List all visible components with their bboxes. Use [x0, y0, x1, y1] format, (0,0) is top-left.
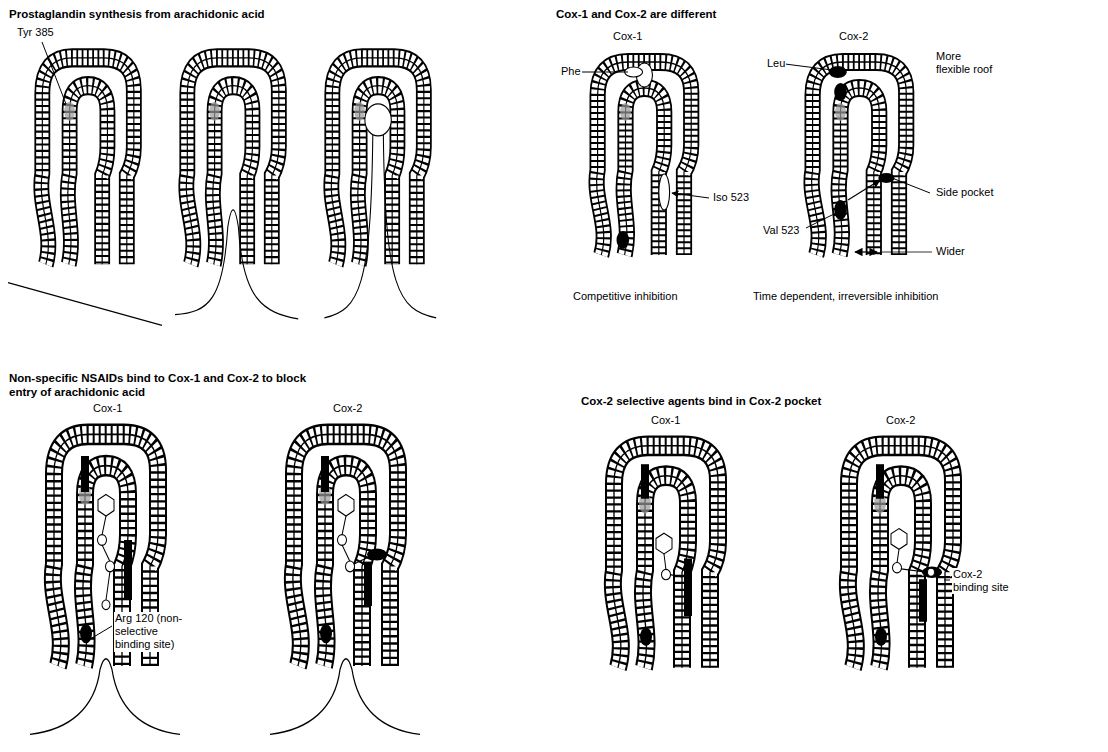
leader-line — [880, 252, 932, 253]
inhibition-note: Time dependent, irreversible inhibition — [752, 290, 939, 303]
enzyme-label: Cox-1 — [612, 30, 643, 43]
residue-label: Val 523 — [762, 224, 801, 237]
feature-label: Side pocket — [935, 186, 994, 199]
cox2-channel — [812, 62, 907, 255]
leader-line — [806, 212, 838, 228]
residue-label: Tyr 385 — [16, 26, 55, 39]
enzyme-label: Cox-2 — [885, 414, 916, 427]
leader-line — [785, 64, 832, 70]
pocket-arrow — [848, 180, 880, 200]
enzyme-channel — [324, 58, 436, 318]
enzyme-label: Cox-2 — [332, 402, 363, 415]
inhibition-note: Competitive inhibition — [572, 290, 679, 303]
leader-line — [892, 178, 930, 193]
leader-line — [92, 626, 112, 638]
enzyme-label: Cox-2 — [838, 30, 869, 43]
leader-line — [944, 580, 950, 581]
binding-site-label: Arg 120 (non-selective binding site) — [114, 612, 196, 652]
residue-label: Phe — [560, 65, 582, 78]
feature-label: More flexible roof — [935, 50, 997, 76]
enzyme-channel — [8, 58, 162, 326]
enzyme-channel — [175, 58, 298, 319]
panel-title: Non-specific NSAIDs bind to Cox-1 and Co… — [8, 372, 310, 400]
enzyme-label: Cox-1 — [650, 414, 681, 427]
cox1-channel — [30, 434, 180, 734]
cox2-channel — [848, 446, 953, 668]
leader-arrow — [672, 193, 709, 198]
panel-title: Cox-1 and Cox-2 are different — [555, 8, 717, 22]
width-arrow — [855, 251, 877, 252]
binding-site-label: Cox-2 binding site — [952, 568, 1014, 594]
cox1-channel — [597, 62, 692, 255]
enzyme-label: Cox-1 — [92, 402, 123, 415]
panel-title: Cox-2 selective agents bind in Cox-2 poc… — [580, 395, 822, 409]
cox1-channel — [613, 446, 718, 668]
cox2-channel — [270, 434, 420, 734]
leader-line — [582, 72, 628, 73]
panel-title: Prostaglandin synthesis from arachidonic… — [8, 8, 266, 22]
leader-line — [42, 42, 66, 104]
feature-label: Wider — [935, 245, 966, 258]
residue-label: Iso 523 — [712, 191, 750, 204]
residue-label: Leu — [766, 57, 786, 70]
